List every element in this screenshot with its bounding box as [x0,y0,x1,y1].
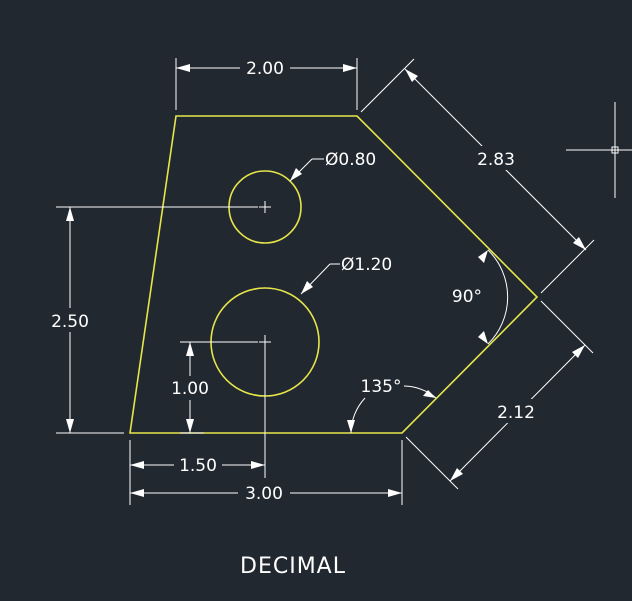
dim-diameter-large-label: Ø1.20 [341,255,392,275]
caption-decimal: DECIMAL [240,554,346,579]
dim-height-total[interactable]: 2.50 [44,207,96,433]
extension-lines [56,58,595,505]
dim-slant-lower[interactable]: 2.12 [449,344,586,482]
dim-height-hole-label: 1.00 [171,379,209,399]
crosshair-cursor-icon [566,102,632,198]
dim-slant-upper-label: 2.83 [477,150,515,170]
dim-angle-bottom-label: 135° [361,377,402,397]
dim-angle-right-label: 90° [452,287,482,307]
part-outline [129,115,539,434]
dim-slant-lower-label: 2.12 [497,403,535,423]
dim-diameter-small-label: Ø0.80 [325,150,376,170]
dim-angle-bottom[interactable]: 135° [347,377,437,434]
dim-diameter-small[interactable]: Ø0.80 [289,150,376,182]
dim-angle-right[interactable]: 90° [449,249,509,345]
dim-width-hole[interactable]: 1.50 [130,454,265,476]
dim-width-bottom[interactable]: 3.00 [130,482,402,504]
dim-height-hole[interactable]: 1.00 [166,342,214,433]
small-hole-center-mark [259,201,271,213]
dim-width-bottom-label: 3.00 [245,484,283,504]
dim-top-width[interactable]: 2.00 [176,57,357,79]
dim-top-width-label: 2.00 [246,59,284,79]
dim-diameter-large[interactable]: Ø1.20 [300,255,392,295]
dim-width-hole-label: 1.50 [179,456,217,476]
dim-slant-upper[interactable]: 2.83 [404,68,587,251]
dim-height-total-label: 2.50 [51,312,89,332]
